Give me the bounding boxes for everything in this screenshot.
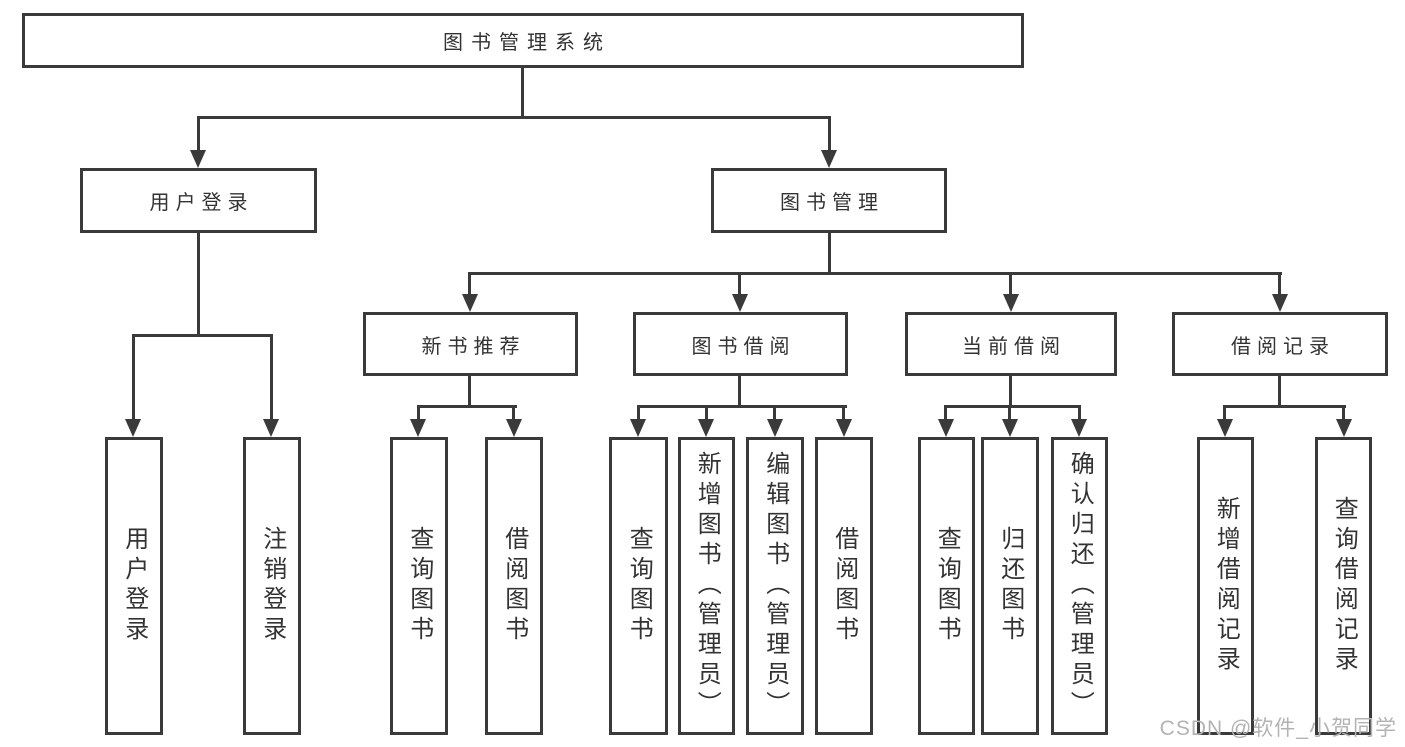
connector-line bbox=[773, 405, 776, 421]
connector-line bbox=[417, 405, 420, 421]
connector-line bbox=[1278, 374, 1281, 408]
arrow-down-icon bbox=[1272, 294, 1288, 312]
node-label: 新书推荐 bbox=[421, 335, 526, 358]
arrow-down-icon bbox=[462, 294, 478, 312]
arrow-down-icon bbox=[630, 419, 646, 437]
connector-line bbox=[705, 405, 708, 421]
leaf-records-add-borrow-record: 新增借阅记录 bbox=[1197, 437, 1254, 735]
node-label: 确认归还（管理员） bbox=[1066, 451, 1094, 721]
leaf-borrowing-borrow-books: 借阅图书 bbox=[815, 437, 873, 735]
node-current-borrowing: 当前借阅 bbox=[905, 312, 1117, 376]
arrow-down-icon bbox=[1002, 419, 1018, 437]
connector-line bbox=[1223, 405, 1226, 421]
connector-line bbox=[1342, 405, 1345, 421]
connector-line bbox=[637, 405, 847, 408]
node-label: 查询图书 bbox=[405, 526, 433, 646]
arrow-down-icon bbox=[938, 419, 954, 437]
arrow-down-icon bbox=[1003, 294, 1019, 312]
node-borrowing-records: 借阅记录 bbox=[1172, 312, 1388, 376]
leaf-records-query-borrow-record: 查询借阅记录 bbox=[1315, 437, 1372, 735]
connector-line bbox=[270, 334, 273, 421]
node-label: 查询图书 bbox=[933, 526, 961, 646]
connector-line bbox=[842, 405, 845, 421]
leaf-current-return-books: 归还图书 bbox=[981, 437, 1039, 735]
node-label: 借阅图书 bbox=[830, 526, 858, 646]
node-book-management: 图书管理 bbox=[711, 168, 947, 233]
arrow-down-icon bbox=[767, 419, 783, 437]
connector-line bbox=[1223, 405, 1346, 408]
leaf-recommend-query-books: 查询图书 bbox=[390, 437, 448, 735]
node-label: 图书管理 bbox=[780, 192, 884, 214]
leaf-user-login: 用户登录 bbox=[105, 437, 163, 735]
node-label: 借阅记录 bbox=[1231, 335, 1335, 358]
leaf-borrowing-add-books-admin: 新增图书（管理员） bbox=[678, 437, 735, 735]
connector-line bbox=[1078, 405, 1081, 421]
arrow-down-icon bbox=[1336, 419, 1352, 437]
node-label: 新增图书（管理员） bbox=[693, 451, 721, 721]
arrow-down-icon bbox=[836, 419, 852, 437]
leaf-current-confirm-return-admin: 确认归还（管理员） bbox=[1051, 437, 1108, 735]
connector-line bbox=[738, 374, 741, 408]
leaf-borrowing-edit-books-admin: 编辑图书（管理员） bbox=[746, 437, 804, 735]
connector-line bbox=[1009, 272, 1012, 296]
connector-line bbox=[1009, 374, 1012, 408]
connector-line bbox=[197, 116, 200, 152]
connector-line bbox=[944, 405, 1081, 408]
node-label: 图书管理系统 bbox=[443, 32, 611, 54]
leaf-borrowing-query-books: 查询图书 bbox=[609, 437, 668, 735]
connector-line bbox=[1008, 405, 1011, 421]
connector-line bbox=[738, 272, 741, 296]
node-label: 用户登录 bbox=[120, 526, 148, 646]
connector-line bbox=[944, 405, 947, 421]
arrow-down-icon bbox=[263, 419, 279, 437]
connector-line bbox=[1278, 272, 1281, 296]
connector-line bbox=[132, 334, 273, 337]
leaf-current-query-books: 查询图书 bbox=[918, 437, 975, 735]
node-book-borrowing: 图书借阅 bbox=[633, 312, 848, 376]
connector-line bbox=[521, 68, 524, 119]
connector-line bbox=[197, 232, 200, 336]
leaf-recommend-borrow-books: 借阅图书 bbox=[485, 437, 543, 735]
arrow-down-icon bbox=[1071, 419, 1087, 437]
node-label: 查询图书 bbox=[625, 526, 653, 646]
connector-line bbox=[468, 272, 471, 296]
arrow-down-icon bbox=[1217, 419, 1233, 437]
node-label: 归还图书 bbox=[996, 526, 1024, 646]
node-user-login: 用户登录 bbox=[80, 168, 317, 233]
arrow-down-icon bbox=[698, 419, 714, 437]
node-label: 用户登录 bbox=[149, 192, 254, 214]
leaf-logout: 注销登录 bbox=[243, 437, 301, 735]
connector-line bbox=[197, 116, 831, 119]
connector-line bbox=[132, 334, 135, 421]
node-label: 图书借阅 bbox=[691, 335, 796, 358]
arrow-down-icon bbox=[732, 294, 748, 312]
arrow-down-icon bbox=[410, 419, 426, 437]
connector-line bbox=[468, 272, 1282, 275]
node-label: 借阅图书 bbox=[500, 526, 528, 646]
arrow-down-icon bbox=[190, 150, 206, 168]
connector-line bbox=[417, 405, 517, 408]
node-new-book-recommend: 新书推荐 bbox=[363, 312, 578, 376]
connector-line bbox=[828, 116, 831, 152]
connector-line bbox=[468, 374, 471, 408]
node-label: 当前借阅 bbox=[962, 335, 1066, 358]
node-label: 编辑图书（管理员） bbox=[761, 451, 789, 721]
node-label: 查询借阅记录 bbox=[1330, 496, 1358, 676]
arrow-down-icon bbox=[125, 419, 141, 437]
node-library-management-system: 图书管理系统 bbox=[22, 13, 1024, 68]
csdn-watermark: CSDN @软件_小贺同学 bbox=[1159, 717, 1397, 740]
arrow-down-icon bbox=[821, 150, 837, 168]
node-label: 注销登录 bbox=[258, 526, 286, 646]
arrow-down-icon bbox=[506, 419, 522, 437]
node-label: 新增借阅记录 bbox=[1212, 496, 1240, 676]
connector-line bbox=[637, 405, 640, 421]
connector-line bbox=[828, 232, 831, 275]
connector-line bbox=[512, 405, 515, 421]
